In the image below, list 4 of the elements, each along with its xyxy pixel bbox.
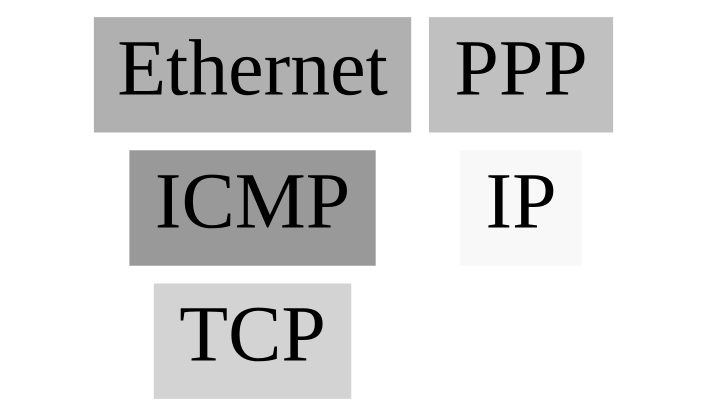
node-box: Ethernet: [93, 17, 411, 133]
node-box: PPP: [428, 17, 613, 133]
node-box: ICMP: [128, 150, 376, 266]
node-box: TCP: [153, 283, 351, 399]
